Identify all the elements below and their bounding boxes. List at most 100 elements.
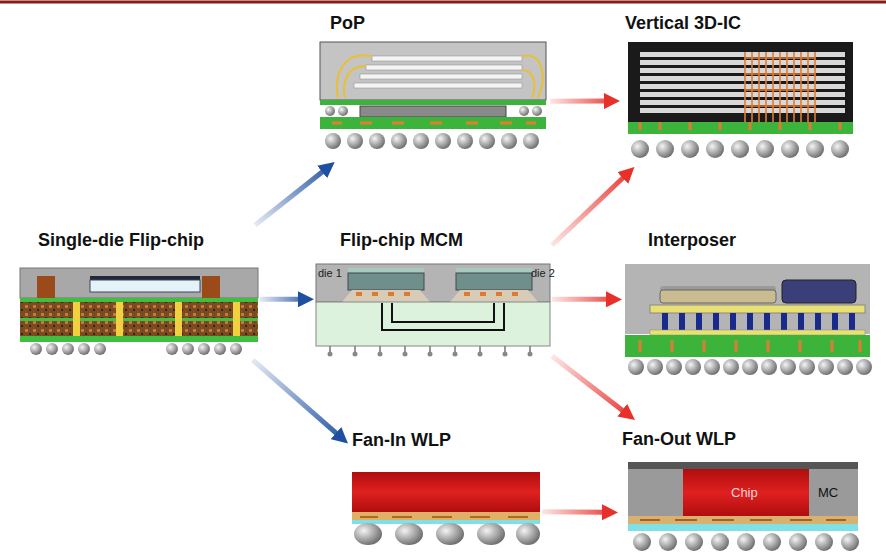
interposer-drawing xyxy=(625,264,872,375)
fan-out-wlp-drawing-part xyxy=(683,469,809,516)
interposer-drawing-part xyxy=(832,313,838,330)
pop-drawing-part xyxy=(354,83,522,88)
interposer-drawing-part xyxy=(679,313,685,330)
single-die-flip-chip-drawing-part xyxy=(166,343,178,355)
fan-out-wlp-drawing-part xyxy=(628,524,858,531)
single-die-flip-chip-drawing-part xyxy=(214,343,226,355)
pop-drawing-part xyxy=(391,133,407,149)
single-die-flip-chip-drawing-part xyxy=(20,302,258,336)
single-die-flip-chip-drawing-part xyxy=(230,343,242,355)
interposer-drawing-part xyxy=(798,313,804,330)
fan-out-wlp-drawing-part xyxy=(815,533,833,551)
fan-in-wlp-drawing-part xyxy=(354,523,382,545)
evolution-arrow xyxy=(260,297,302,302)
single-die-flip-chip-drawing-part xyxy=(198,343,210,355)
single-die-flip-chip-drawing-part xyxy=(175,302,182,336)
vertical-3d-ic-drawing-part xyxy=(706,140,724,158)
flip-chip-mcm-drawing-part xyxy=(356,292,518,296)
fan-out-wlp-drawing-part xyxy=(737,533,755,551)
interposer-drawing-part xyxy=(640,340,860,352)
package-node: Fan-In WLP xyxy=(348,425,542,549)
single-die-flip-chip-drawing-part xyxy=(46,343,58,355)
single-die-flip-chip-drawing-part xyxy=(30,343,42,355)
vertical-3d-ic-drawing-part xyxy=(681,140,699,158)
package-node: Single-die Flip-chip xyxy=(18,225,260,360)
pop-drawing-part xyxy=(325,133,341,149)
pop-drawing-part xyxy=(372,56,522,61)
package-node: PoP xyxy=(316,10,550,162)
flip-chip-mcm-drawing-part xyxy=(403,352,408,357)
fan-in-wlp-drawing-part xyxy=(477,523,505,545)
part-label: Chip xyxy=(731,486,758,500)
single-die-flip-chip-drawing-part xyxy=(73,302,80,336)
package-node: Vertical 3D-IC xyxy=(620,10,860,167)
fan-in-wlp-drawing-part xyxy=(395,523,423,545)
evolution-arrow xyxy=(552,175,626,245)
fan-out-wlp-drawing-part xyxy=(789,533,807,551)
package-title: Fan-Out WLP xyxy=(622,428,860,450)
single-die-flip-chip-drawing-part xyxy=(182,343,194,355)
vertical-3d-ic-drawing-part xyxy=(756,140,774,158)
fan-out-wlp-drawing-part xyxy=(628,462,858,516)
interposer-drawing-part xyxy=(662,313,668,330)
pop-drawing xyxy=(320,42,546,149)
single-die-flip-chip-drawing-part xyxy=(20,336,258,342)
interposer-drawing-part xyxy=(628,359,644,375)
vertical-3d-ic-drawing-part xyxy=(831,140,849,158)
flip-chip-mcm-drawing xyxy=(316,264,550,357)
vertical-3d-ic-drawing-part xyxy=(656,140,674,158)
pop-drawing-part xyxy=(320,42,546,100)
pop-drawing-part xyxy=(325,106,335,116)
flip-chip-mcm-drawing-part xyxy=(328,352,333,357)
vertical-3d-ic-drawing-part xyxy=(745,52,815,122)
vertical-3d-ic-drawing xyxy=(628,42,853,158)
flip-chip-mcm-drawing-part xyxy=(348,273,424,290)
evolution-arrow xyxy=(255,169,325,225)
flip-chip-mcm-drawing-part xyxy=(478,352,483,357)
single-die-flip-chip-drawing-part xyxy=(62,343,74,355)
fan-in-wlp-drawing-part xyxy=(436,523,464,545)
flip-chip-mcm-drawing-part xyxy=(316,264,550,302)
vertical-3d-ic-drawing-part xyxy=(781,140,799,158)
single-die-flip-chip-drawing-part xyxy=(20,268,258,298)
package-title: Interposer xyxy=(648,229,872,251)
pop-drawing-part xyxy=(332,122,536,125)
vertical-3d-ic-drawing-part xyxy=(640,122,840,130)
flip-chip-mcm-drawing-part xyxy=(456,268,532,273)
fan-out-wlp-drawing-part xyxy=(685,533,703,551)
package-title: PoP xyxy=(330,12,550,34)
interposer-drawing-part xyxy=(625,264,870,334)
fan-in-wlp-drawing-part xyxy=(360,516,528,518)
pop-drawing-part xyxy=(479,133,495,149)
fan-out-wlp-drawing-part xyxy=(633,533,651,551)
pop-drawing-part xyxy=(338,106,348,116)
pop-drawing-part xyxy=(413,133,429,149)
package-node: Interposer xyxy=(622,225,872,380)
interposer-drawing-part xyxy=(856,359,872,375)
interposer-drawing-part xyxy=(660,290,776,303)
top-rule xyxy=(0,1,886,4)
single-die-flip-chip-drawing-part xyxy=(90,280,200,292)
fan-in-wlp-drawing-part xyxy=(516,523,540,545)
single-die-flip-chip-drawing-part xyxy=(78,343,90,355)
interposer-drawing-part xyxy=(730,313,736,330)
package-title: Single-die Flip-chip xyxy=(38,229,260,251)
interposer-drawing-part xyxy=(781,313,787,330)
package-title: Fan-In WLP xyxy=(352,429,542,451)
package-title: Vertical 3D-IC xyxy=(625,12,860,34)
pop-drawing-part xyxy=(519,106,529,116)
single-die-flip-chip-drawing-part xyxy=(20,318,258,321)
evolution-arrow xyxy=(552,356,625,413)
interposer-drawing-part xyxy=(666,359,682,375)
pop-drawing-part xyxy=(435,133,451,149)
flip-chip-mcm-drawing-part xyxy=(453,352,458,357)
interposer-drawing-part xyxy=(685,359,701,375)
fan-out-wlp-drawing-part xyxy=(763,533,781,551)
flip-chip-mcm-drawing-part xyxy=(382,303,504,330)
pop-drawing-part xyxy=(523,133,539,149)
single-die-flip-chip-drawing-part xyxy=(116,302,123,336)
flip-chip-mcm-drawing-part xyxy=(342,290,538,302)
interposer-drawing-part xyxy=(837,359,853,375)
package-node: Flip-chip MCM xyxy=(314,225,552,360)
